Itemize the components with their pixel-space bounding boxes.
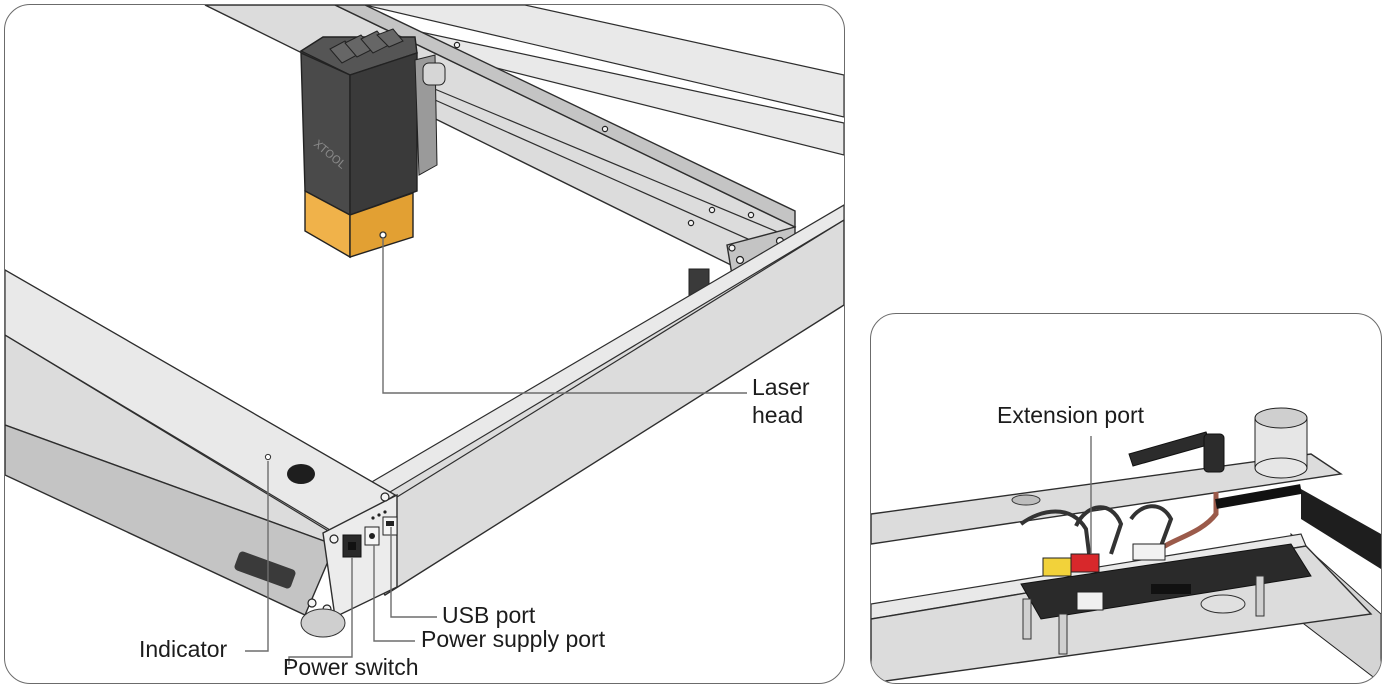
- extension-port-connector-red: [1070, 553, 1100, 573]
- extension-port-connector-yellow: [1042, 557, 1072, 577]
- power-supply-leader: [373, 545, 415, 642]
- indicator-icon: [264, 453, 272, 461]
- extension-port-detail-panel: Extension port: [870, 313, 1382, 684]
- laser-head-label-line2: head: [752, 402, 803, 428]
- antenna-icon: [1128, 431, 1212, 467]
- laser-engraver-frame-illustration: XTOOL Laser head USB port Power supply p…: [5, 5, 844, 680]
- top-hole: [287, 464, 315, 484]
- indicator-leader: [245, 461, 269, 652]
- main-diagram-panel: XTOOL Laser head USB port Power supply p…: [4, 4, 845, 684]
- power-supply-port-label: Power supply port: [421, 626, 606, 652]
- extension-board-illustration: Extension port: [871, 402, 1381, 683]
- power-switch-leader: [288, 557, 353, 665]
- usb-port-leader: [390, 527, 437, 618]
- extension-port-label: Extension port: [997, 402, 1145, 428]
- usb-port-label: USB port: [442, 602, 536, 628]
- power-switch-label: Power switch: [283, 654, 418, 680]
- indicator-label: Indicator: [139, 636, 228, 662]
- laser-head-leader: [382, 237, 747, 394]
- detail-top-plate: [871, 453, 1343, 545]
- laser-head-label-line1: Laser: [752, 374, 810, 400]
- laser-head-illustration: XTOOL: [299, 28, 446, 259]
